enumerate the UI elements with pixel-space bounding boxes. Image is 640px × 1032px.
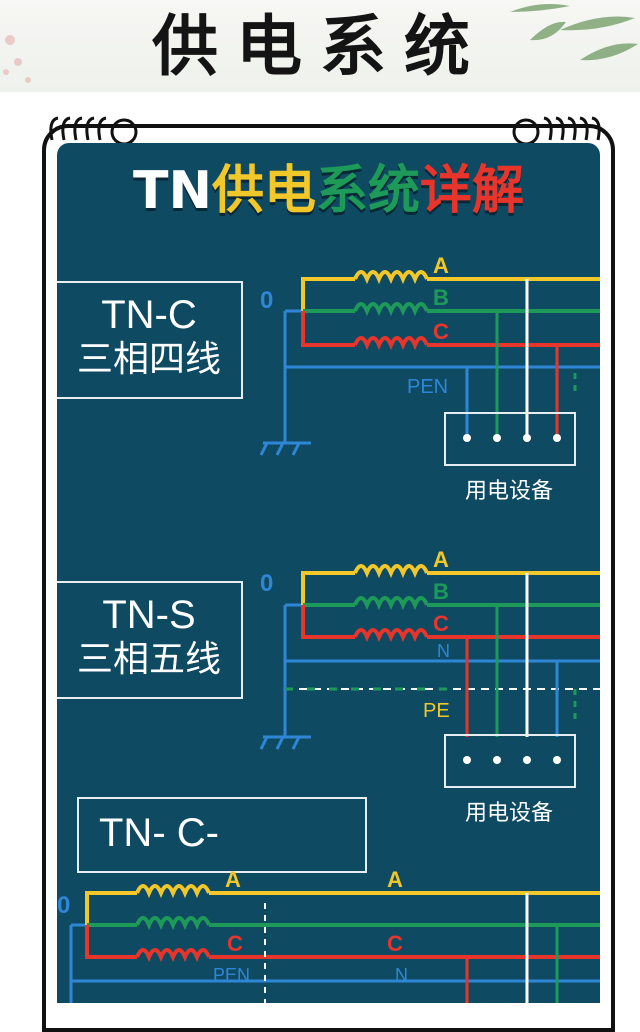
tns-neutral-label: 0 [260, 570, 273, 597]
tncs-pen-label: PEN [213, 965, 250, 985]
tnc-ground-icon [259, 441, 313, 457]
tns-pe-label: PE [423, 700, 450, 722]
tncs-phase-a-label: A [225, 867, 241, 892]
tncs-neutral-label: 0 [57, 892, 70, 919]
scroll-curl-right [512, 116, 601, 146]
tnc-load-label: 用电设备 [465, 479, 553, 504]
tncs-circuit: 0 A A C C PEN N [57, 867, 600, 1003]
tncs-label-box: TN- C- [77, 797, 367, 873]
tns-ground-icon [259, 735, 313, 751]
tncs-system-name: TN- C- [99, 811, 219, 855]
tnc-circuit: 0 A B C PEN [259, 253, 600, 504]
diagram-board: TN供电系统详解 TN-C 三相四线 TN-S 三相五线 TN- C- 0 [57, 143, 600, 1003]
title-part-supply: 供电 [211, 161, 316, 221]
tncs-n-label: N [395, 965, 408, 985]
tncs-phase-c-right-label: C [387, 931, 403, 956]
tns-description: 三相五线 [76, 638, 221, 679]
tns-phase-c-label: C [433, 611, 449, 636]
tnc-load-box [444, 412, 576, 466]
tnc-neutral-label: 0 [260, 287, 273, 314]
main-title: 供电系统 [152, 7, 488, 85]
blossom-decoration [3, 35, 31, 83]
tns-system-name: TN-S [102, 593, 196, 637]
tnc-phase-a-label: A [433, 253, 449, 278]
bamboo-leaves-decoration [510, 4, 638, 61]
board-title: TN供电系统详解 [57, 159, 600, 223]
tnc-pen-label: PEN [407, 376, 448, 398]
tns-circuit: 0 A B C N PE [259, 547, 600, 826]
tnc-description: 三相四线 [76, 338, 221, 379]
title-part-tn: TN [132, 161, 212, 221]
tns-phase-b-label: B [433, 579, 449, 604]
title-part-system: 系统 [315, 161, 420, 221]
top-banner [0, 0, 640, 92]
tns-n-label: N [437, 641, 450, 661]
wiring-diagram: 0 A B C PEN [57, 253, 600, 1003]
tncs-phase-a-right-label: A [387, 867, 403, 892]
tns-label-box: TN-S 三相五线 [57, 581, 243, 699]
title-part-explained: 详解 [420, 161, 525, 221]
tnc-phase-b-label: B [433, 285, 449, 310]
tns-load-box [444, 734, 576, 788]
tncs-phase-c-label: C [227, 931, 243, 956]
tns-load-label: 用电设备 [465, 801, 553, 826]
tns-phase-a-label: A [433, 547, 449, 572]
tnc-label-box: TN-C 三相四线 [57, 281, 243, 399]
tnc-phase-c-label: C [433, 319, 449, 344]
tnc-system-name: TN-C [101, 293, 197, 337]
